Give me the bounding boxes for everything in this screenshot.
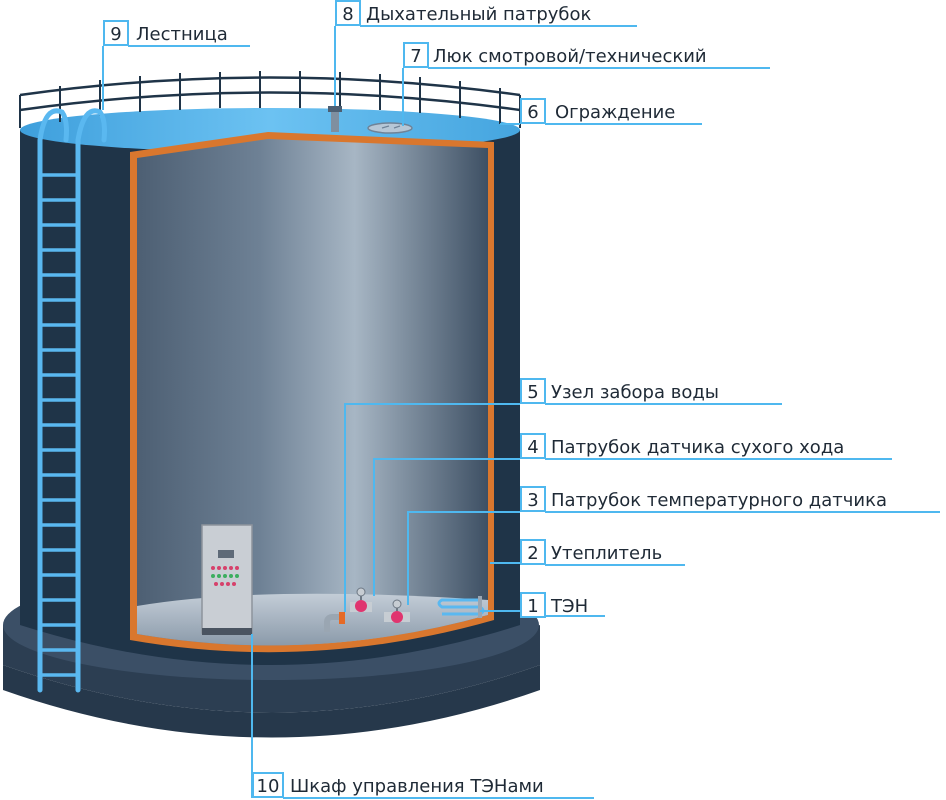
- control-cabinet-icon: [201, 524, 253, 635]
- label-3: 3 Патрубок температурного датчика: [520, 486, 887, 512]
- label-8: 8 Дыхательный патрубок: [335, 0, 592, 26]
- label-3-number: 3: [527, 490, 538, 511]
- label-9-number: 9: [110, 24, 121, 45]
- label-6-number: 6: [527, 102, 538, 123]
- label-9-text: Лестница: [136, 24, 228, 45]
- hatch-icon: [367, 122, 413, 134]
- label-10-text: Шкаф управления ТЭНами: [290, 776, 544, 797]
- label-4-text: Патрубок датчика сухого хода: [551, 437, 844, 458]
- label-7-number: 7: [410, 46, 421, 67]
- label-10: 10 Шкаф управления ТЭНами: [252, 772, 544, 798]
- label-6-text: Ограждение: [555, 102, 675, 123]
- label-4: 4 Патрубок датчика сухого хода: [520, 433, 844, 459]
- label-2: 2 Утеплитель: [520, 539, 662, 565]
- label-6: 6 Ограждение: [520, 98, 675, 124]
- label-2-text: Утеплитель: [551, 543, 662, 564]
- label-2-number: 2: [527, 543, 538, 564]
- label-9: 9 Лестница: [103, 20, 228, 46]
- label-5: 5 Узел забора воды: [520, 378, 719, 404]
- label-1: 1 ТЭН: [520, 592, 588, 618]
- label-8-text: Дыхательный патрубок: [366, 4, 592, 25]
- railing-icon: [19, 71, 521, 128]
- ladder-icon: [37, 108, 107, 693]
- label-3-text: Патрубок температурного датчика: [551, 490, 887, 511]
- label-10-number: 10: [257, 776, 280, 797]
- breather-pipe-icon: [328, 106, 342, 132]
- tank-cutaway: [130, 132, 494, 653]
- label-8-number: 8: [342, 4, 353, 25]
- leader-lines: [102, 25, 940, 799]
- water-intake-icon: [324, 612, 345, 632]
- sensor-icon: [350, 587, 372, 612]
- label-7: 7 Люк смотровой/технический: [403, 42, 707, 68]
- label-4-number: 4: [527, 437, 538, 458]
- heater-icon: [437, 596, 485, 618]
- label-7-text: Люк смотровой/технический: [433, 46, 707, 67]
- label-1-text: ТЭН: [550, 596, 588, 617]
- label-5-number: 5: [527, 382, 538, 403]
- label-1-number: 1: [527, 596, 538, 617]
- sensor-icon: [384, 599, 410, 623]
- label-5-text: Узел забора воды: [551, 382, 719, 403]
